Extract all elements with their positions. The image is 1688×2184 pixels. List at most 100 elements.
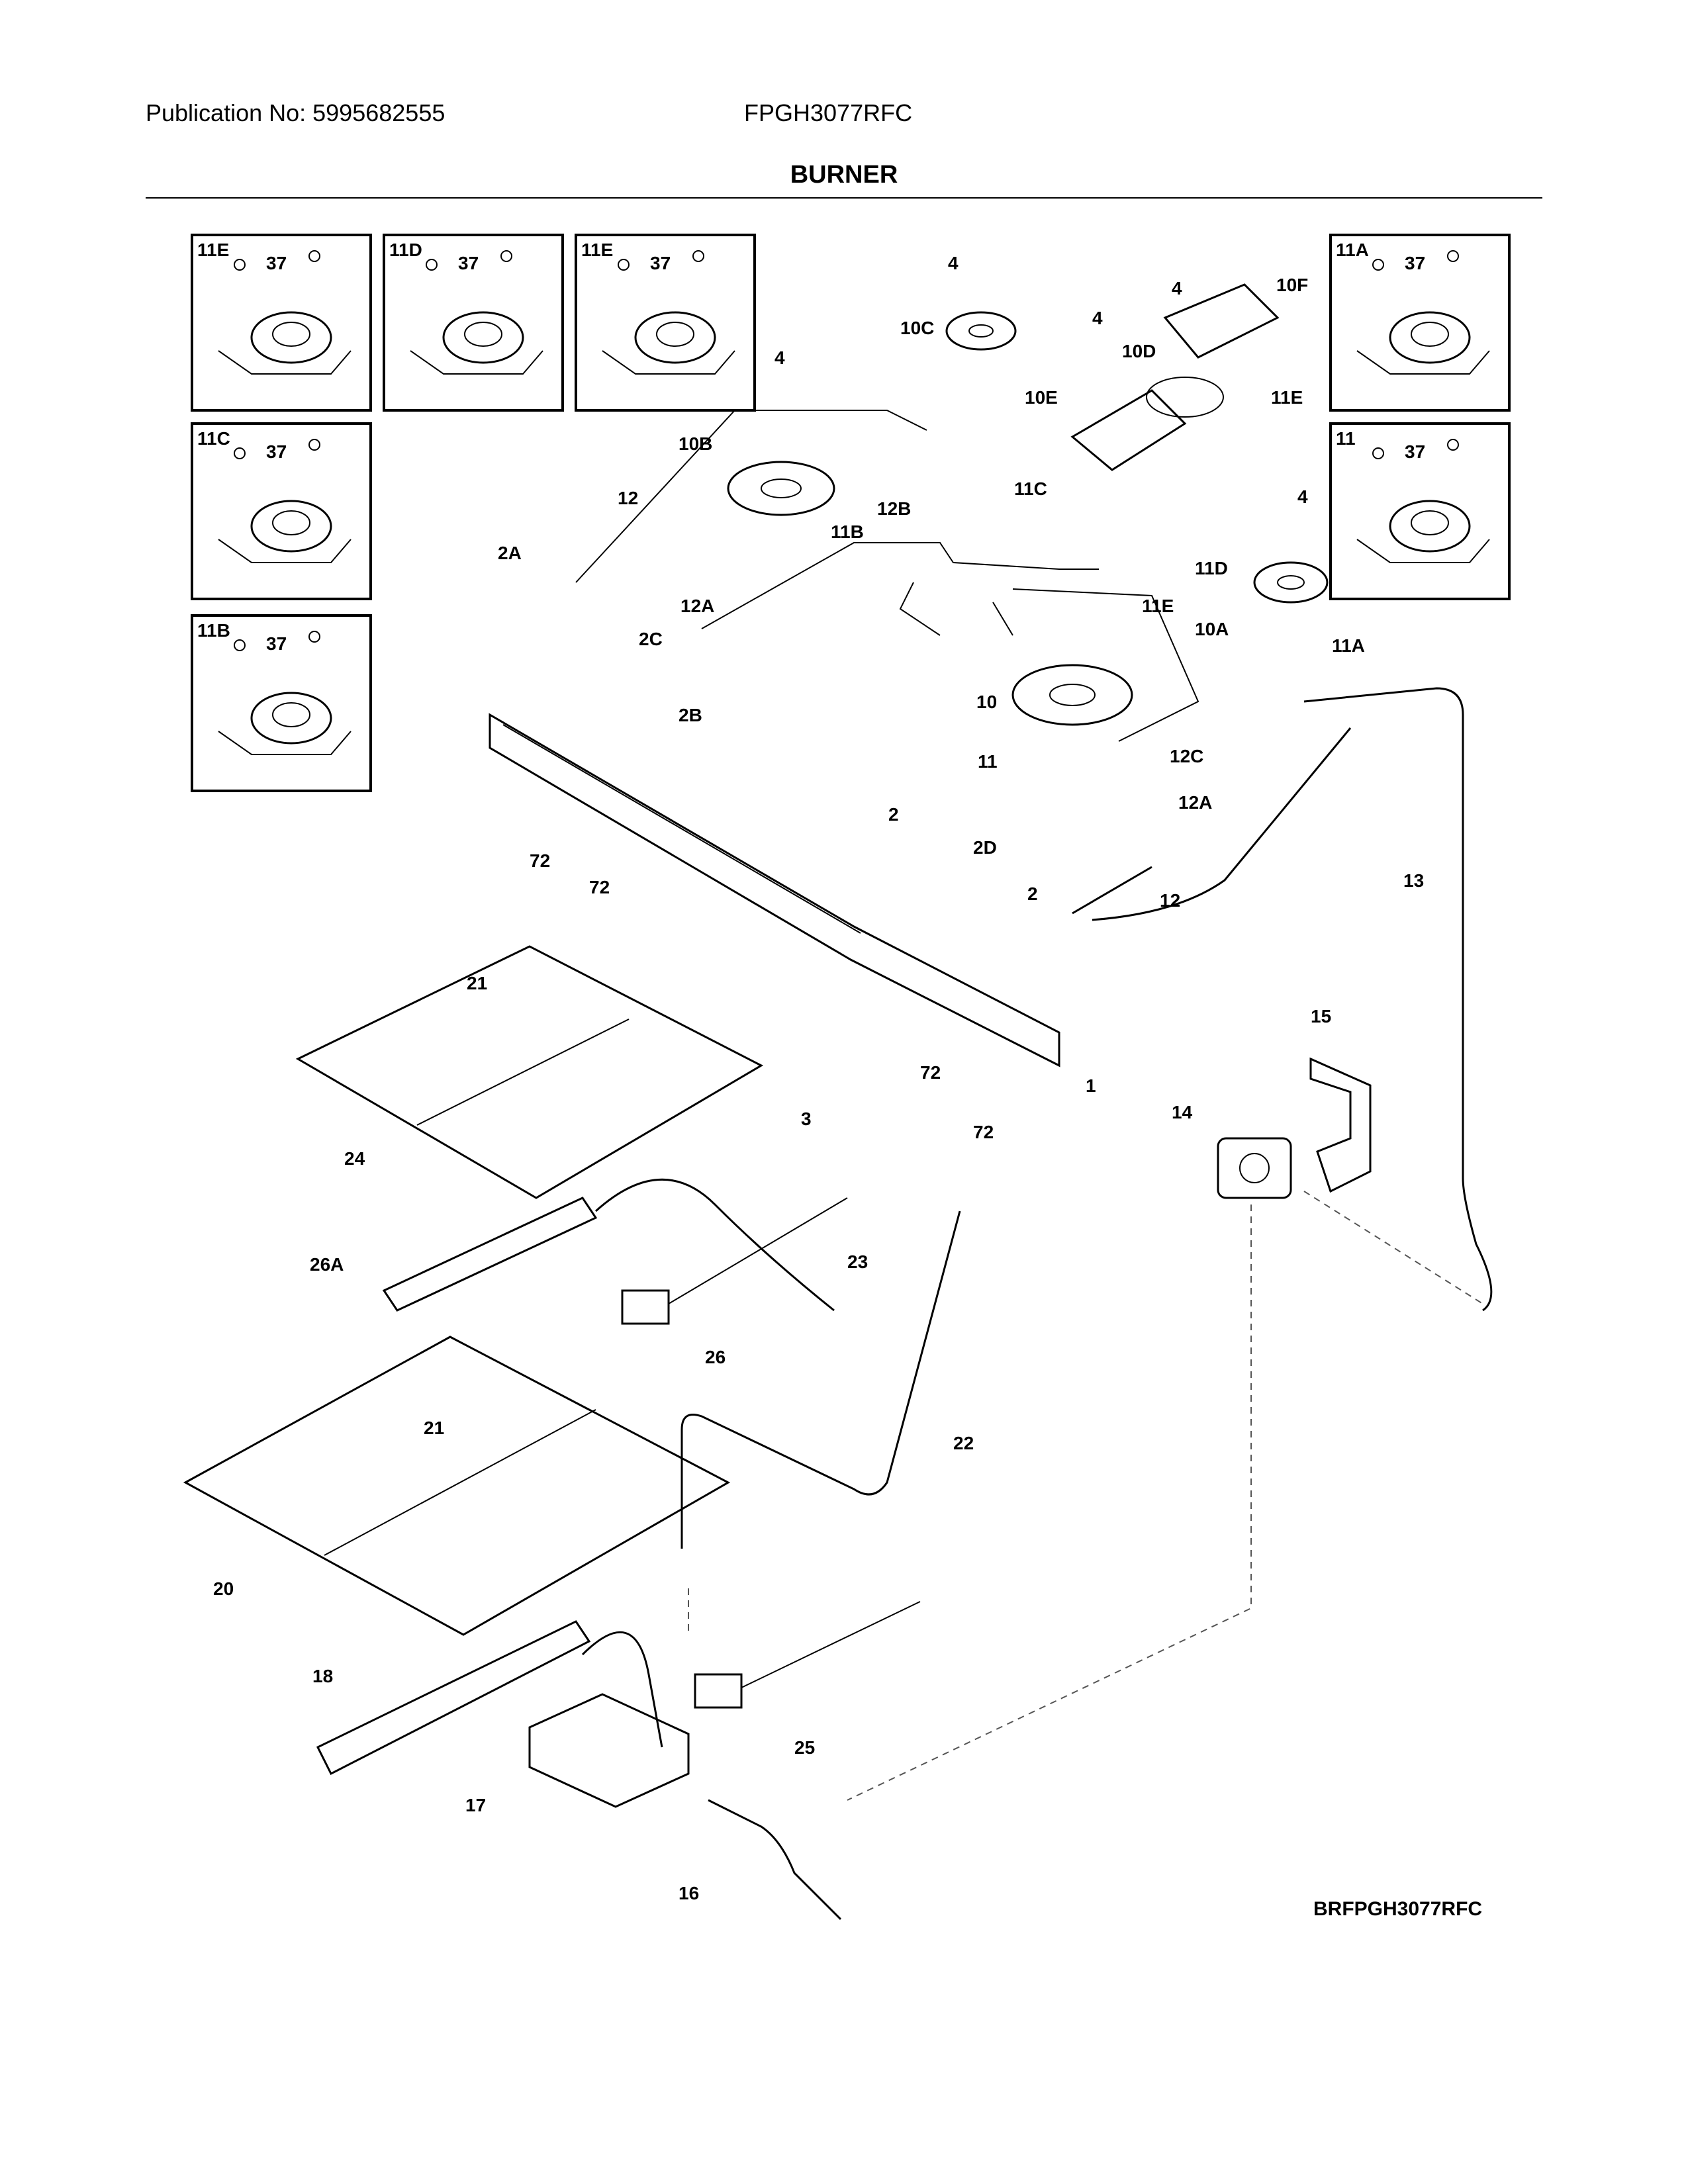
oven-valve [528, 1693, 690, 1808]
inset-11c: 11C 37 [191, 422, 372, 600]
callout-24: 24 [344, 1148, 365, 1169]
inset-screw-label: 37 [458, 253, 479, 273]
gas-line-12 [1072, 727, 1352, 921]
callout-11c: 11C [1014, 478, 1047, 499]
inset-screw-label: 37 [266, 441, 287, 462]
callout-12c: 12C [1170, 746, 1203, 766]
callout-26a: 26A [310, 1254, 344, 1275]
callout-15: 15 [1311, 1006, 1331, 1026]
callout-4: 4 [1092, 308, 1103, 328]
inset-11d: 11D 37 [383, 234, 564, 412]
bracket-23 [382, 1197, 598, 1312]
callout-23: 23 [847, 1251, 868, 1272]
callout-4: 4 [1297, 486, 1308, 507]
pressure-regulator [1217, 1137, 1292, 1199]
inset-11a: 11A 37 [1329, 234, 1511, 412]
inset-part-label: 11B [197, 620, 230, 641]
callout-2d: 2D [973, 837, 997, 858]
callout-11b: 11B [831, 522, 864, 542]
callout-11e: 11E [1142, 596, 1174, 616]
inset-screw-label: 37 [266, 633, 287, 654]
publication-number: Publication No: 5995682555 [146, 99, 445, 126]
inset-part-label: 11A [1336, 240, 1369, 260]
gas-line-13 [1303, 687, 1493, 1312]
callout-26: 26 [705, 1347, 726, 1367]
callout-72: 72 [589, 877, 610, 897]
callout-10e: 10E [1025, 387, 1058, 408]
callout-1: 1 [1086, 1075, 1096, 1096]
callout-4: 4 [1172, 278, 1182, 298]
callout-12: 12 [1160, 890, 1180, 911]
callout-25: 25 [794, 1737, 815, 1758]
igniter-26 [694, 1601, 921, 1709]
callout-10d: 10D [1122, 341, 1156, 361]
inset-part-label: 11E [197, 240, 229, 260]
callout-4: 4 [948, 253, 959, 273]
inset-part-label: 11E [581, 240, 613, 260]
callout-2c: 2C [639, 629, 663, 649]
callout-11e: 11E [1271, 387, 1303, 408]
inset-screw-label: 37 [1405, 441, 1425, 462]
callout-10b: 10B [679, 433, 712, 454]
igniter-26a [621, 1197, 848, 1325]
callout-12b: 12B [877, 498, 911, 519]
inset-part-label: 11C [197, 428, 230, 449]
callout-11: 11 [978, 751, 998, 772]
burner-shield-20 [183, 1336, 731, 1636]
callout-10: 10 [976, 692, 997, 712]
callout-2: 2 [1027, 884, 1038, 904]
burner-10a [1253, 561, 1329, 604]
burner-10b [727, 461, 835, 516]
oven-burner-tube [581, 1631, 663, 1748]
callout-10c: 10C [900, 318, 934, 338]
burner-shield-25 [295, 945, 764, 1199]
regulator-bracket [1309, 1057, 1372, 1193]
callout-22: 22 [953, 1433, 974, 1453]
callout-72: 72 [530, 850, 550, 871]
burner-10 [1011, 664, 1133, 726]
tube-12c [1012, 588, 1199, 742]
callout-13: 13 [1403, 870, 1424, 891]
callout-4: 4 [774, 347, 785, 368]
gas-line-16 [708, 1799, 842, 1921]
model-number: FPGH3077RFC [744, 99, 913, 126]
callout-12: 12 [618, 488, 638, 508]
callout-14: 14 [1172, 1102, 1193, 1122]
callout-labels: 1222A2B2C2D3444441010A10B10C10D10E10F111… [213, 253, 1424, 1903]
callout-17: 17 [465, 1795, 486, 1815]
burner-10e-10d-10f [1070, 283, 1280, 471]
inset-part-label: 11 [1336, 428, 1356, 449]
manifold-tube [489, 713, 1060, 1068]
callout-72: 72 [973, 1122, 994, 1142]
inset-11b: 11B 37 [191, 614, 372, 792]
callout-10a: 10A [1195, 619, 1229, 639]
callout-2: 2 [888, 804, 899, 825]
gas-line-22 [680, 1210, 961, 1549]
callout-72: 72 [920, 1062, 941, 1083]
inset-screw-label: 37 [1405, 253, 1425, 273]
callout-21: 21 [424, 1418, 444, 1438]
callout-10f: 10F [1276, 275, 1308, 295]
crossover-tube-12b [701, 542, 1099, 636]
inset-screw-label: 37 [266, 253, 287, 273]
header-divider [146, 197, 1542, 199]
callout-20: 20 [213, 1578, 234, 1599]
callout-2a: 2A [498, 543, 522, 563]
page-title: BURNER [790, 161, 898, 189]
diagram-code: BRFPGH3077RFC [1313, 1898, 1483, 1920]
inset-11e: 11E 37 [575, 234, 756, 412]
callout-3: 3 [801, 1109, 812, 1129]
inset-part-label: 11D [389, 240, 422, 260]
inset-11e: 11E 37 [191, 234, 372, 412]
callout-11a: 11A [1332, 635, 1365, 656]
callout-2b: 2B [679, 705, 702, 725]
inset-11: 11 37 [1329, 422, 1511, 600]
callout-16: 16 [679, 1883, 699, 1903]
inset-screw-label: 37 [650, 253, 671, 273]
broil-burner-tube [594, 1179, 835, 1312]
bracket-18 [316, 1620, 591, 1776]
callout-12a: 12A [1178, 792, 1212, 813]
callout-18: 18 [312, 1666, 333, 1686]
burner-10c [945, 311, 1017, 351]
